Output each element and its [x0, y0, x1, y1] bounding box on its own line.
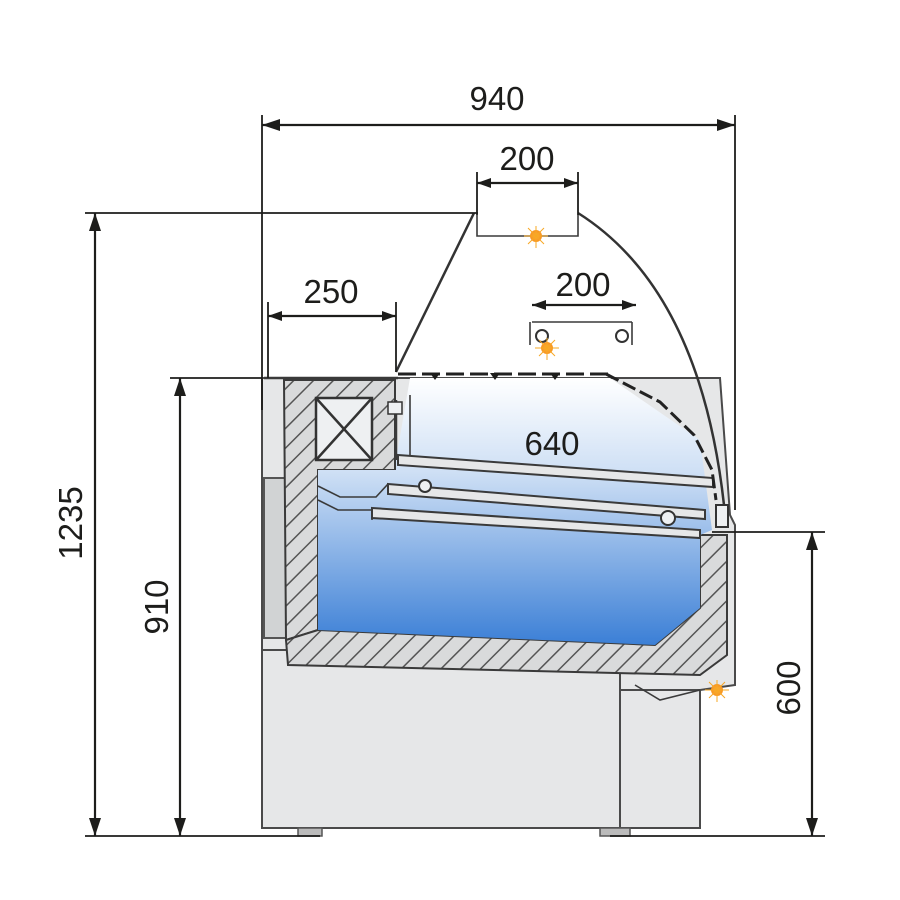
air-duct-upper [317, 483, 389, 498]
shelf-peg-1 [418, 479, 432, 493]
inner-curved-glass [605, 372, 718, 501]
lights [524, 226, 729, 702]
dim-arrow-1235-top [89, 213, 101, 231]
dim-arrow-200-shelf-left [532, 300, 546, 310]
top-light-housing [476, 215, 579, 237]
dim-arrow-600-top [806, 532, 818, 550]
rear-foot [599, 827, 631, 837]
label-display-depth: 640 [524, 425, 579, 462]
evaporator-unit [314, 396, 374, 462]
base-light-bracket [634, 684, 701, 701]
base-light-icon [705, 680, 729, 702]
dim-arrow-940-left [262, 119, 280, 131]
dim-arrow-250-right [382, 311, 396, 321]
middle-shelf [387, 482, 706, 521]
base-plinth [261, 649, 621, 829]
label-counter-height: 910 [138, 579, 175, 634]
dim-arrow-1235-bottom [89, 818, 101, 836]
dimension-lines [85, 115, 825, 837]
dimension-labels: 940 200 250 200 640 1235 910 600 [52, 80, 807, 716]
rail-clip-1 [430, 373, 440, 380]
label-shelf-light-width: 200 [555, 266, 610, 303]
dim-arrow-250-left [268, 311, 282, 321]
dim-arrow-600-bottom [806, 818, 818, 836]
base-right-compartment [619, 689, 701, 829]
shelf-clip [387, 401, 403, 415]
shelf-peg-2 [660, 510, 676, 526]
label-base-height: 600 [770, 660, 807, 715]
dim-arrow-200-shelf-right [622, 300, 636, 310]
dim-arrow-200-top-left [477, 178, 491, 188]
label-overall-width: 940 [469, 80, 524, 117]
front-rail [715, 504, 729, 528]
label-top-light-width: 200 [499, 140, 554, 177]
dim-arrow-910-bottom [174, 818, 186, 836]
label-overall-height: 1235 [52, 486, 89, 559]
front-curved-glass [577, 211, 726, 506]
label-rear-top-width: 250 [303, 273, 358, 310]
dim-arrow-940-right [717, 119, 735, 131]
cold-display-zone [318, 378, 712, 645]
top-light-icon [524, 226, 548, 248]
rear-door-panel [263, 477, 287, 639]
dim-arrow-910-top [174, 378, 186, 396]
upper-display-shelf [529, 321, 633, 345]
front-foot [297, 827, 323, 837]
rear-sloped-glass [394, 212, 476, 373]
rail-clip-2 [490, 373, 500, 380]
shelf-light-icon [535, 338, 559, 360]
rail-clip-3 [550, 373, 560, 380]
air-duct-lower [317, 499, 373, 520]
dim-arrow-200-top-right [564, 178, 578, 188]
display-shelves [317, 395, 729, 540]
